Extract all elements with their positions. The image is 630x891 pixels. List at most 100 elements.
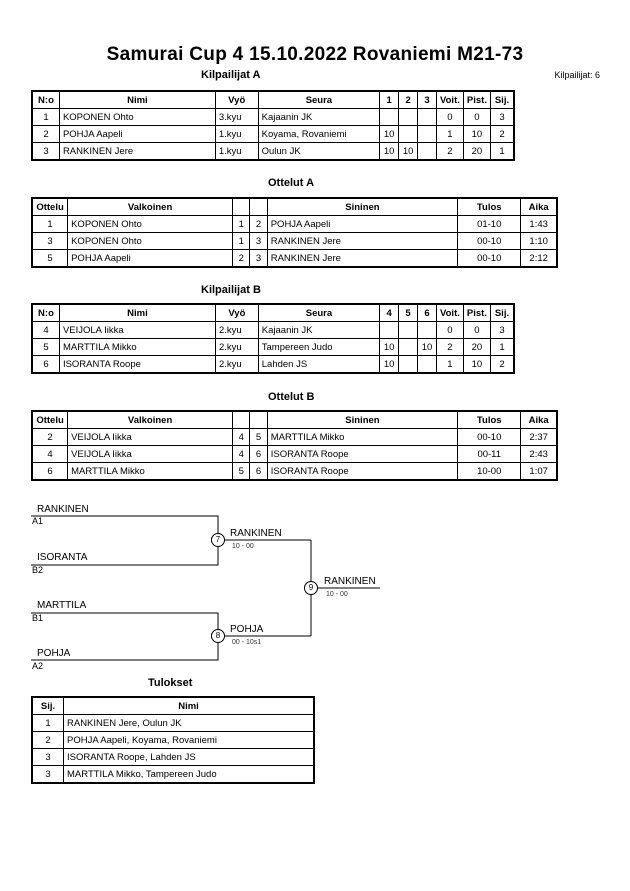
bracket-seed-3: B1: [32, 613, 44, 623]
match-circle-9: [304, 581, 318, 595]
bracket-seed-4: A2: [32, 661, 44, 671]
cell: 5: [31, 338, 60, 356]
cell: 2:12: [520, 249, 558, 268]
cell: 1: [31, 714, 64, 732]
cell: 10: [379, 338, 400, 356]
cell: 3: [249, 232, 268, 250]
pool-a-table: N:o Nimi Vyö Seura 1 2 3 Voit. Pist. Sij…: [31, 90, 515, 161]
cell: 2: [31, 125, 60, 143]
match-circle-7: [211, 533, 225, 547]
bracket-seed-2: B2: [32, 565, 44, 575]
table-row: 2 POHJA Aapeli, Koyama, Rovaniemi: [31, 731, 315, 749]
cell: [398, 125, 419, 143]
results-table: Sij. Nimi 1 RANKINEN Jere, Oulun JK 2 PO…: [31, 696, 315, 784]
cell: 2: [31, 731, 64, 749]
cell: 3: [31, 142, 60, 161]
table-row: 1 KOPONEN Ohto 3.kyu Kajaanin JK 0 0 3: [31, 108, 515, 126]
cell: 1: [489, 142, 515, 161]
cell: 20: [462, 142, 491, 161]
table-row: 6 ISORANTA Roope 2.kyu Lahden JS 10 1 10…: [31, 355, 515, 374]
cell: Koyama, Rovaniemi: [257, 125, 381, 143]
table-row: 3 RANKINEN Jere 1.kyu Oulun JK 10 10 2 2…: [31, 142, 515, 161]
cell: 6: [249, 445, 268, 463]
cell: 10: [398, 142, 419, 161]
col-header: Sij.: [31, 696, 64, 715]
match-7-score: 10 - 00: [232, 543, 254, 550]
match-number-8: 8: [215, 631, 221, 640]
cell: [417, 355, 437, 374]
page-title: Samurai Cup 4 15.10.2022 Rovaniemi M21-7…: [106, 44, 524, 65]
cell: RANKINEN Jere: [266, 249, 459, 268]
bracket-entrant-2: ISORANTA: [37, 552, 88, 563]
results-title: Tulokset: [148, 677, 193, 689]
cell: 1: [436, 125, 464, 143]
pool-a-title: Kilpailijat A: [201, 69, 261, 81]
match-9-score: 10 - 00: [326, 591, 348, 598]
table-row: 4 VEIJOLA Iikka 4 6 ISORANTA Roope 00-11…: [31, 445, 558, 463]
match-number-7: 7: [215, 535, 221, 544]
cell: MARTTILA Mikko: [58, 338, 216, 356]
match-8-winner: POHJA: [230, 624, 264, 635]
matches-a-title: Ottelut A: [268, 177, 315, 189]
table-row: 3 MARTTILA Mikko, Tampereen Judo: [31, 765, 315, 784]
bracket-entrant-4: POHJA: [37, 648, 71, 659]
cell: 3: [31, 748, 64, 766]
cell: 1: [489, 338, 515, 356]
cell: 1:10: [520, 232, 558, 250]
cell: 2.kyu: [214, 355, 259, 374]
cell: 1: [232, 232, 251, 250]
cell: 3: [31, 765, 64, 784]
cell: 2: [232, 249, 251, 268]
match-7-winner: RANKINEN: [230, 528, 282, 539]
cell: Tampereen Judo: [257, 338, 381, 356]
cell: 1:07: [520, 462, 558, 481]
cell: Lahden JS: [257, 355, 381, 374]
cell: RANKINEN Jere: [58, 142, 216, 161]
table-row: 5 POHJA Aapeli 2 3 RANKINEN Jere 00-10 2…: [31, 249, 558, 268]
matches-b-table: Ottelu Valkoinen Sininen Tulos Aika 2 VE…: [31, 410, 558, 481]
table-row: 5 MARTTILA Mikko 2.kyu Tampereen Judo 10…: [31, 338, 515, 356]
competitor-count: Kilpailijat: 6: [554, 70, 600, 80]
col-header: Nimi: [63, 696, 315, 715]
bracket-entrant-1: RANKINEN: [37, 504, 89, 515]
cell: ISORANTA Roope: [266, 445, 459, 463]
cell: Oulun JK: [257, 142, 381, 161]
bracket-entrant-3: MARTTILA: [37, 600, 87, 611]
table-row: 3 ISORANTA Roope, Lahden JS: [31, 748, 315, 766]
cell: 20: [462, 338, 491, 356]
cell: POHJA Aapeli, Koyama, Rovaniemi: [63, 731, 315, 749]
cell: KOPONEN Ohto: [67, 232, 234, 250]
cell: 10: [462, 355, 491, 374]
pool-b-title: Kilpailijat B: [201, 284, 261, 296]
cell: 4: [232, 445, 251, 463]
col-header: N:o: [31, 90, 60, 109]
table-row: 1 KOPONEN Ohto 1 2 POHJA Aapeli 01-10 1:…: [31, 215, 558, 233]
cell: POHJA Aapeli: [58, 125, 216, 143]
table-row: 3 KOPONEN Ohto 1 3 RANKINEN Jere 00-10 1…: [31, 232, 558, 250]
bracket-seed-1: A1: [32, 516, 44, 526]
cell: ISORANTA Roope: [58, 355, 216, 374]
cell: ISORANTA Roope: [266, 462, 459, 481]
match-number-9: 9: [308, 583, 314, 592]
cell: 2:43: [520, 445, 558, 463]
cell: 5: [232, 462, 251, 481]
table-header-row: Sij. Nimi: [31, 696, 315, 715]
match-circle-8: [211, 629, 225, 643]
cell: POHJA Aapeli: [67, 249, 234, 268]
cell: MARTTILA Mikko, Tampereen Judo: [63, 765, 315, 784]
table-row: 1 RANKINEN Jere, Oulun JK: [31, 714, 315, 732]
cell: 10: [379, 355, 400, 374]
table-row: 4 VEIJOLA Iikka 2.kyu Kajaanin JK 0 0 3: [31, 321, 515, 339]
table-row: 2 POHJA Aapeli 1.kyu Koyama, Rovaniemi 1…: [31, 125, 515, 143]
pool-b-table: N:o Nimi Vyö Seura 4 5 6 Voit. Pist. Sij…: [31, 303, 515, 374]
cell: 2: [489, 125, 515, 143]
cell: RANKINEN Jere, Oulun JK: [63, 714, 315, 732]
match-9-winner: RANKINEN: [324, 576, 376, 587]
matches-b-title: Ottelut B: [268, 391, 315, 403]
table-row: 2 VEIJOLA Iikka 4 5 MARTTILA Mikko 00-10…: [31, 428, 558, 446]
cell: 2: [489, 355, 515, 374]
cell: ISORANTA Roope, Lahden JS: [63, 748, 315, 766]
match-8-score: 00 - 10s1: [232, 639, 262, 646]
cell: 10: [417, 338, 437, 356]
